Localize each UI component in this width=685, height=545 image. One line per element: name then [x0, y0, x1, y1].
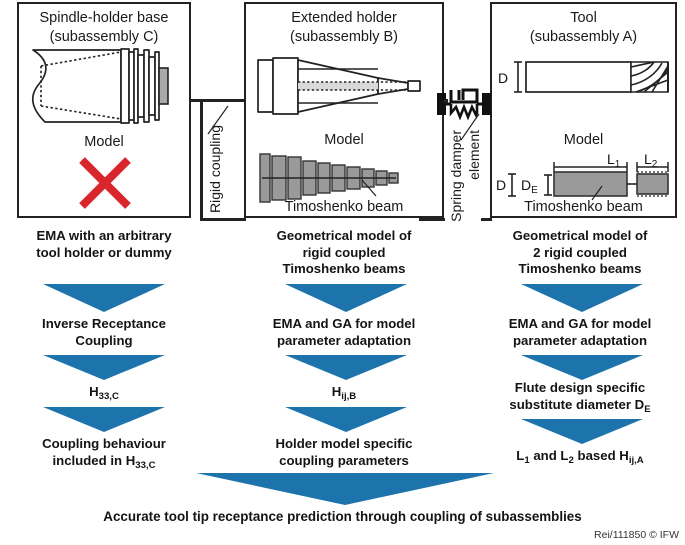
- timoshenko-beam-stack: [259, 153, 399, 203]
- rigid-coupling-label: Rigid coupling: [207, 125, 223, 213]
- flow-c-step-3: H33,C: [0, 384, 208, 403]
- flow-a-step-4-text: L1 and L2 based Hij,A: [516, 448, 644, 466]
- spring-damper-connector-bottom-left: [419, 218, 445, 221]
- panel-c-title-line1: Spindle-holder base: [39, 10, 169, 26]
- flow-c-arrow-1: [43, 284, 165, 312]
- panel-b-title-line2: (subassembly B): [290, 29, 398, 45]
- spring-damper-connector-left: [444, 99, 448, 103]
- rigid-coupling-connector-bottom: [200, 218, 246, 221]
- flow-c-arrow-2: [43, 355, 165, 380]
- rigid-coupling-leader-line: [207, 105, 229, 135]
- endmill-drawing: D: [498, 61, 669, 93]
- panel-spindle-holder-base: Spindle-holder base (subassembly C) Mode…: [17, 2, 191, 218]
- footer-credit: Rei/111850 © IFW: [594, 529, 679, 541]
- flow-b-arrow-3: [285, 407, 407, 432]
- flow-b-step-3-text: Hij,B: [331, 384, 357, 402]
- panel-a-model-label: Model: [563, 132, 604, 148]
- tool-model-drawing: L1 L2 D DE: [496, 151, 669, 201]
- panel-tool: Tool (subassembly A) D Model: [490, 2, 677, 218]
- spring-damper-label-line2: element: [466, 130, 482, 180]
- flow-a-arrow-3: [521, 419, 643, 444]
- svg-text:D: D: [496, 177, 506, 193]
- spring-damper-element-icon: [437, 88, 491, 121]
- panel-b-beam-caption: Timoshenko beam: [284, 199, 404, 215]
- spindle-holder-drawing: [31, 48, 169, 124]
- flow-b-arrow-2: [285, 355, 407, 380]
- flow-a-arrow-1: [521, 284, 643, 312]
- spring-damper-label-line1: Spring damper: [448, 130, 464, 222]
- flow-b-step-3: Hij,B: [237, 384, 451, 403]
- panel-c-title-line2: (subassembly C): [49, 29, 159, 45]
- rigid-coupling-connector-top: [191, 99, 244, 102]
- panel-a-beam-caption: Timoshenko beam: [524, 199, 643, 215]
- flow-c-arrow-3: [43, 407, 165, 432]
- svg-text:DE: DE: [521, 177, 538, 196]
- panel-b-model-label: Model: [324, 132, 364, 148]
- svg-text:D: D: [498, 70, 508, 86]
- panel-a-title-line2: (subassembly A): [529, 29, 638, 45]
- conclusion-text: Accurate tool tip receptance prediction …: [103, 509, 582, 524]
- panel-a-title-line1: Tool: [570, 10, 597, 26]
- panel-extended-holder: Extended holder (subassembly B) Model: [244, 2, 444, 218]
- flow-a-step-4: L1 and L2 based Hij,A: [475, 448, 685, 467]
- panel-b-title-line1: Extended holder: [291, 10, 397, 26]
- rigid-coupling-connector-left: [200, 99, 203, 221]
- conclusion-arrow: [196, 473, 494, 505]
- spring-damper-leader-line: [460, 113, 480, 141]
- spring-damper-connector-bottom-right: [481, 218, 492, 221]
- flow-c-step-3-text: H33,C: [89, 384, 119, 402]
- panel-c-model-label: Model: [84, 134, 124, 150]
- cross-icon: [79, 157, 131, 209]
- flow-b-arrow-1: [285, 284, 407, 312]
- flow-a-arrow-2: [521, 355, 643, 380]
- extended-holder-drawing: [257, 57, 421, 115]
